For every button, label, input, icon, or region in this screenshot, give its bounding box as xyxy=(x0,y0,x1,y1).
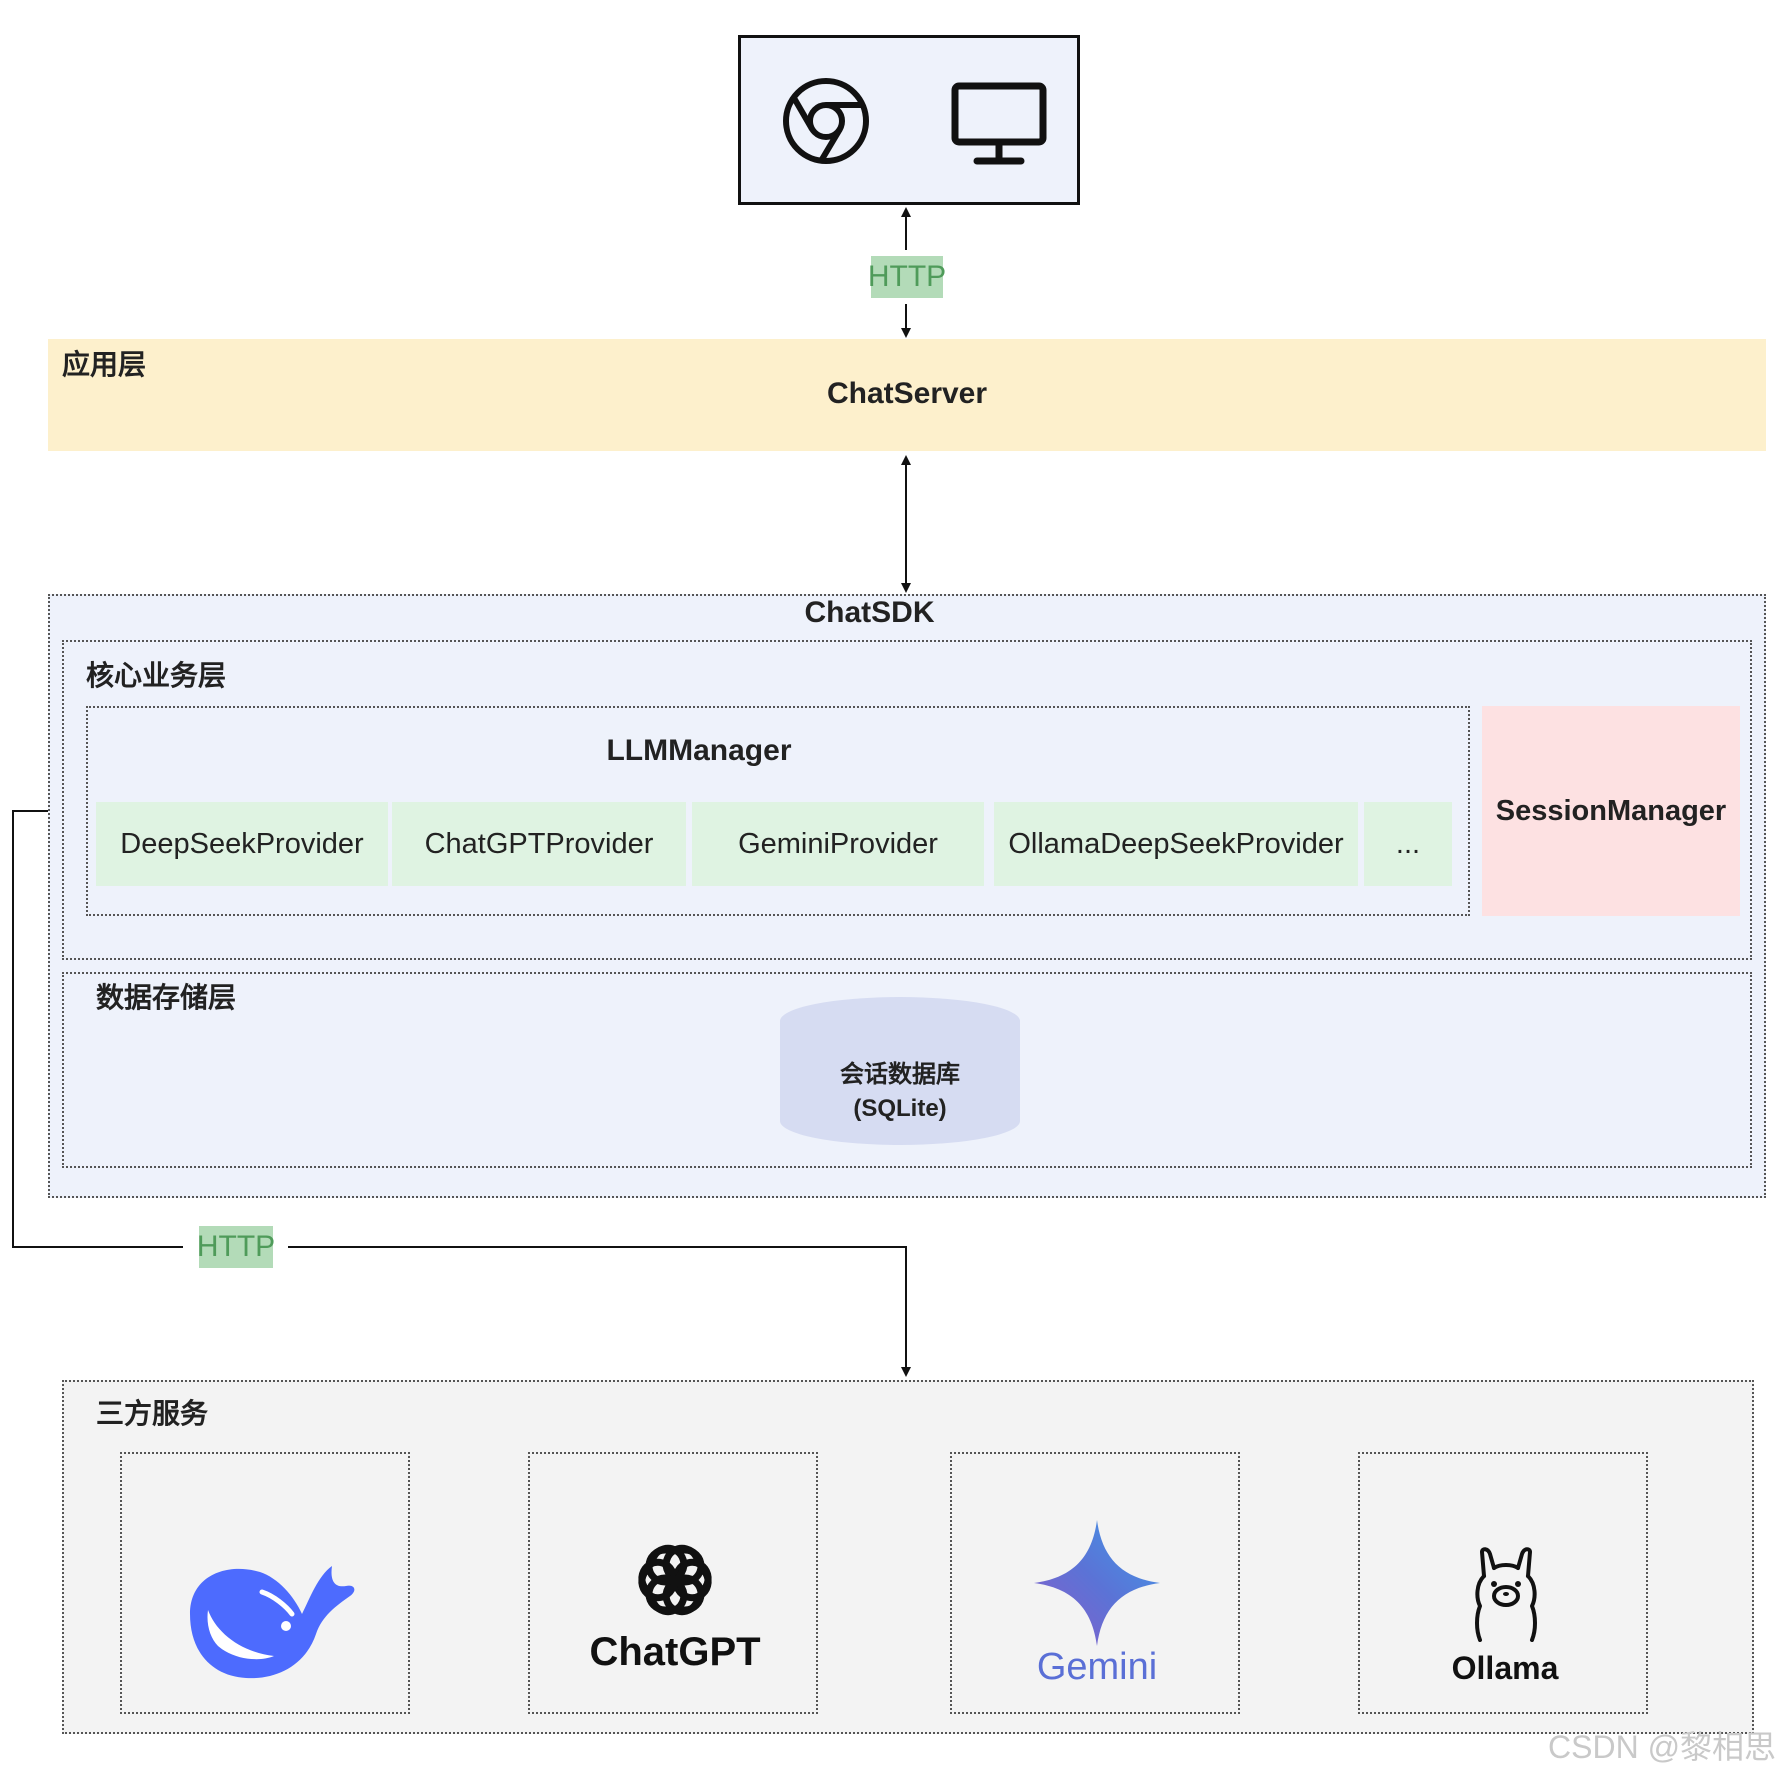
deepseek-whale-icon xyxy=(190,1566,355,1679)
openai-knot-icon xyxy=(638,1544,712,1616)
watermark: CSDN @黎相思 xyxy=(1548,1729,1777,1765)
desktop-monitor-icon xyxy=(951,82,1047,165)
gemini-logo-text: Gemini xyxy=(1036,1646,1158,1688)
session-manager-box: SessionManager xyxy=(1482,706,1740,916)
third-party-loop-line xyxy=(12,806,183,1248)
core-business-layer xyxy=(62,640,1752,960)
session-database-icon xyxy=(780,997,1020,1145)
http-label-third-party: HTTP xyxy=(197,1226,275,1268)
provider-ollama-deepseek: OllamaDeepSeekProvider xyxy=(994,802,1358,886)
database-engine: (SQLite) xyxy=(853,1095,947,1122)
ollama-logo-text: Ollama xyxy=(1451,1650,1559,1686)
provider-chatgpt: ChatGPTProvider xyxy=(392,802,686,886)
data-storage-layer xyxy=(62,972,1752,1168)
third-party-label: 三方服务 xyxy=(96,1398,209,1429)
client-box xyxy=(738,35,1080,205)
ollama-service-box: Ollama xyxy=(1358,1452,1648,1714)
chat-sdk-title: ChatSDK xyxy=(804,596,935,629)
llm-manager-title: LLMManager xyxy=(606,734,792,767)
llm-manager-box xyxy=(86,706,1470,916)
session-database-label: 会话数据库 (SQLite) xyxy=(778,1058,1022,1126)
http-label-client: HTTP xyxy=(868,256,946,298)
provider-deepseek: DeepSeekProvider xyxy=(96,802,388,886)
storage-layer-label: 数据存储层 xyxy=(96,982,237,1013)
deepseek-service-box xyxy=(120,1452,410,1714)
ollama-llama-icon xyxy=(1475,1547,1537,1642)
database-name: 会话数据库 xyxy=(840,1061,960,1088)
chrome-browser-icon xyxy=(783,78,869,164)
provider-gemini: GeminiProvider xyxy=(692,802,984,886)
provider-more: ... xyxy=(1364,802,1452,886)
gemini-service-box: Gemini xyxy=(950,1452,1240,1714)
chat-server-title: ChatServer xyxy=(826,377,988,410)
core-layer-label: 核心业务层 xyxy=(86,660,227,691)
chatgpt-logo-text: ChatGPT xyxy=(589,1630,761,1674)
gemini-star-icon xyxy=(1034,1520,1160,1646)
application-layer: 应用层 ChatServer xyxy=(48,339,1766,451)
chatgpt-service-box: ChatGPT xyxy=(528,1452,818,1714)
third-party-down-line xyxy=(288,1246,911,1377)
application-layer-label: 应用层 xyxy=(62,349,147,380)
